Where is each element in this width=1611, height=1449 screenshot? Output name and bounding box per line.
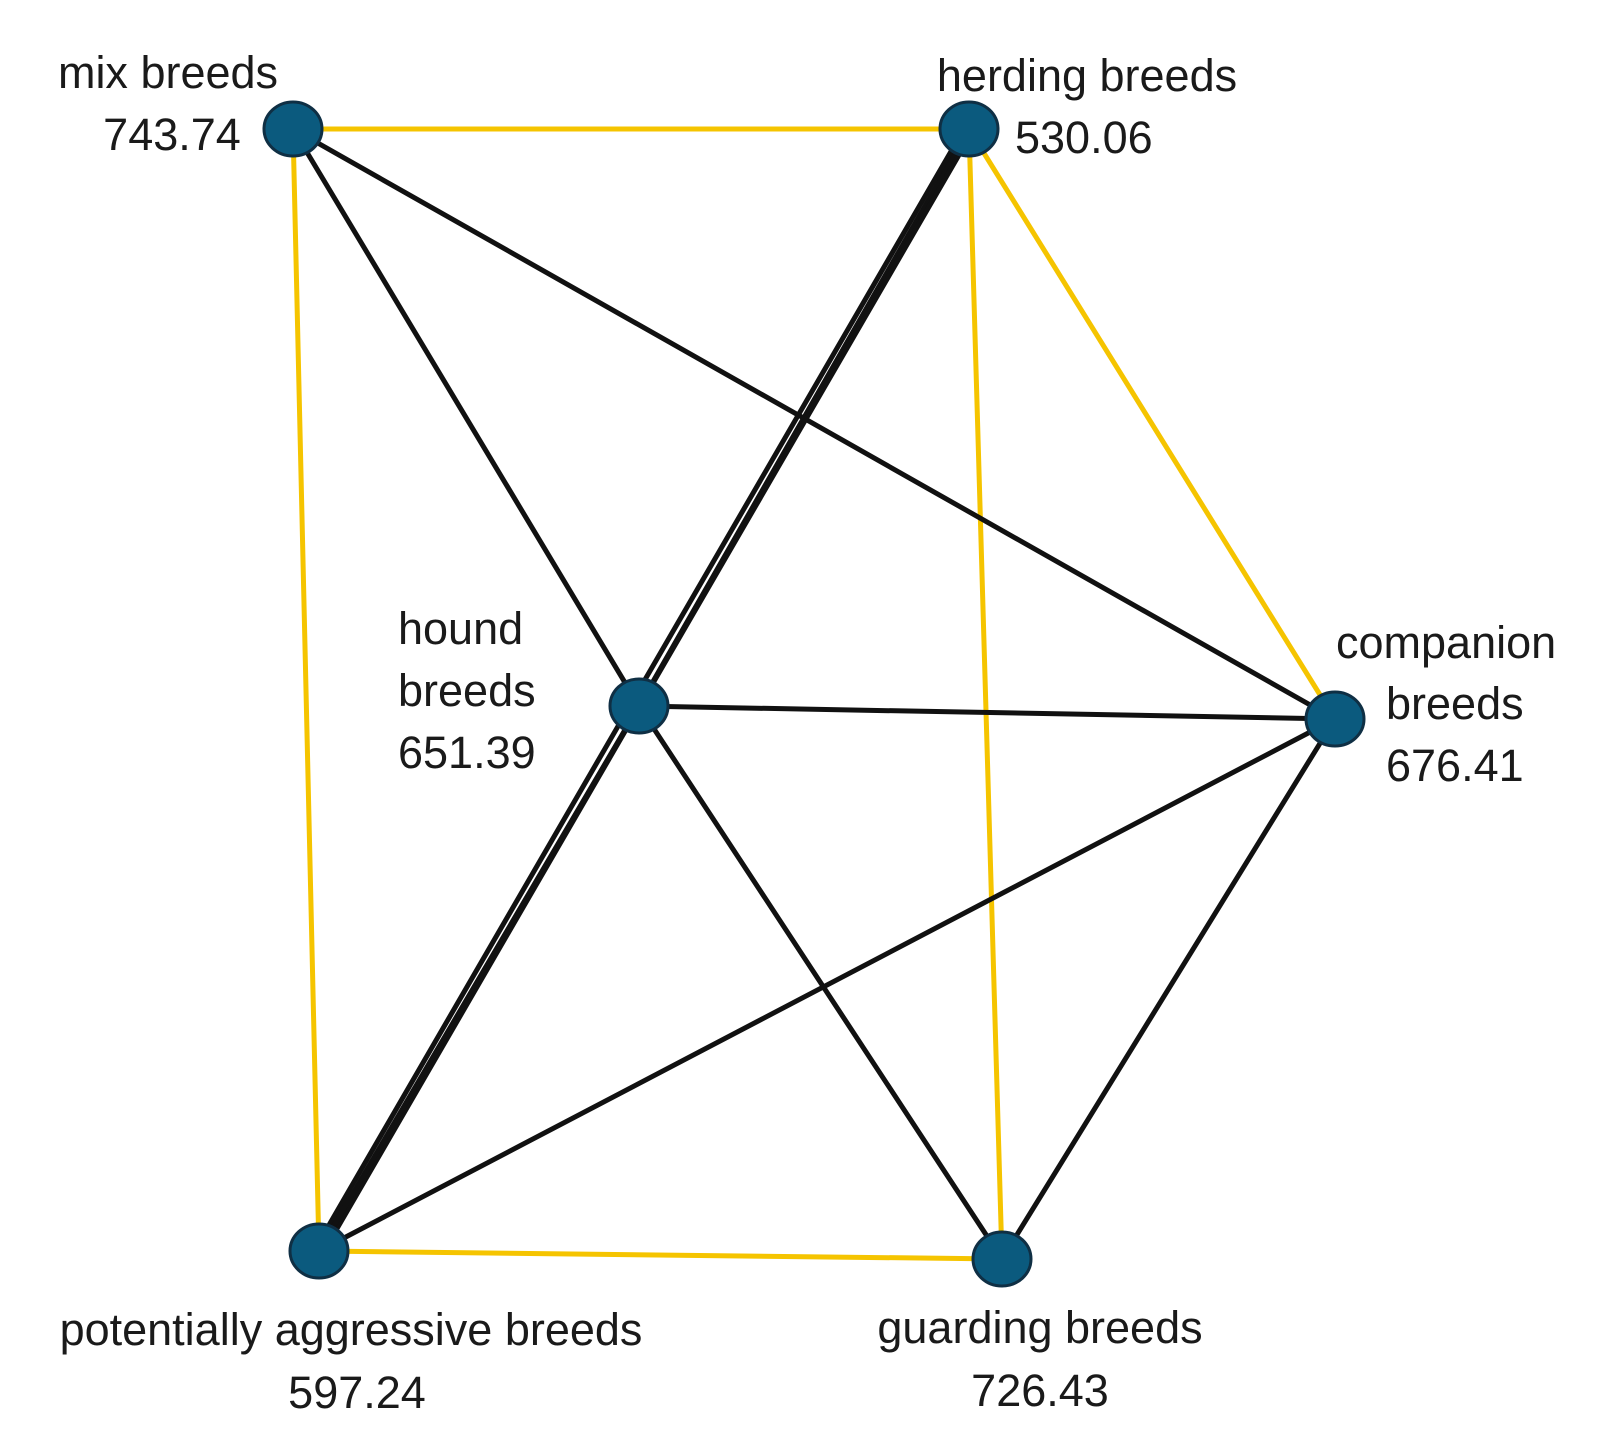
nodes-layer xyxy=(262,100,1366,1288)
edge-hound-guarding xyxy=(636,703,1005,1262)
node-label-guarding-line-0: guarding breeds xyxy=(877,1302,1202,1353)
node-label-guarding-line-1: 726.43 xyxy=(971,1365,1109,1416)
edge-aggressive-guarding xyxy=(316,1248,1005,1262)
node-label-companion-line-1: breeds xyxy=(1386,678,1524,729)
node-mix xyxy=(262,100,324,158)
node-label-hound-line-1: breeds xyxy=(398,665,536,716)
edges-layer xyxy=(290,126,1338,1262)
node-herding xyxy=(938,100,1000,158)
node-label-mix-line-0: mix breeds xyxy=(58,47,278,98)
node-aggressive xyxy=(288,1222,350,1280)
edge-companion-guarding xyxy=(999,716,1338,1262)
node-hound xyxy=(608,677,670,735)
node-label-hound-line-0: hound xyxy=(398,603,523,654)
edge-mix-companion xyxy=(290,126,1338,722)
edge-companion-aggressive xyxy=(316,716,1338,1254)
node-label-mix-line-1: 743.74 xyxy=(103,109,241,160)
node-label-herding-line-0: herding breeds xyxy=(937,50,1237,101)
edge-mix-hound xyxy=(290,126,642,709)
node-label-companion-line-2: 676.41 xyxy=(1386,740,1524,791)
edge-mix-aggressive xyxy=(290,126,322,1254)
node-companion xyxy=(1304,690,1366,748)
node-guarding xyxy=(971,1230,1033,1288)
edge-herding-companion xyxy=(966,126,1338,722)
labels-layer: mix breeds 743.74 herding breeds 530.06 houn… xyxy=(58,47,1556,1418)
edge-hound-companion xyxy=(636,703,1338,722)
node-label-herding-line-1: 530.06 xyxy=(1015,112,1153,163)
node-label-aggressive-line-1: 597.24 xyxy=(288,1367,426,1418)
node-label-hound-line-2: 651.39 xyxy=(398,727,536,778)
node-label-aggressive-line-0: potentially aggressive breeds xyxy=(60,1304,643,1355)
edge-herding-guarding xyxy=(966,126,1005,1262)
node-label-companion-line-0: companion xyxy=(1336,617,1556,668)
edge-hound-aggressive xyxy=(316,703,642,1254)
